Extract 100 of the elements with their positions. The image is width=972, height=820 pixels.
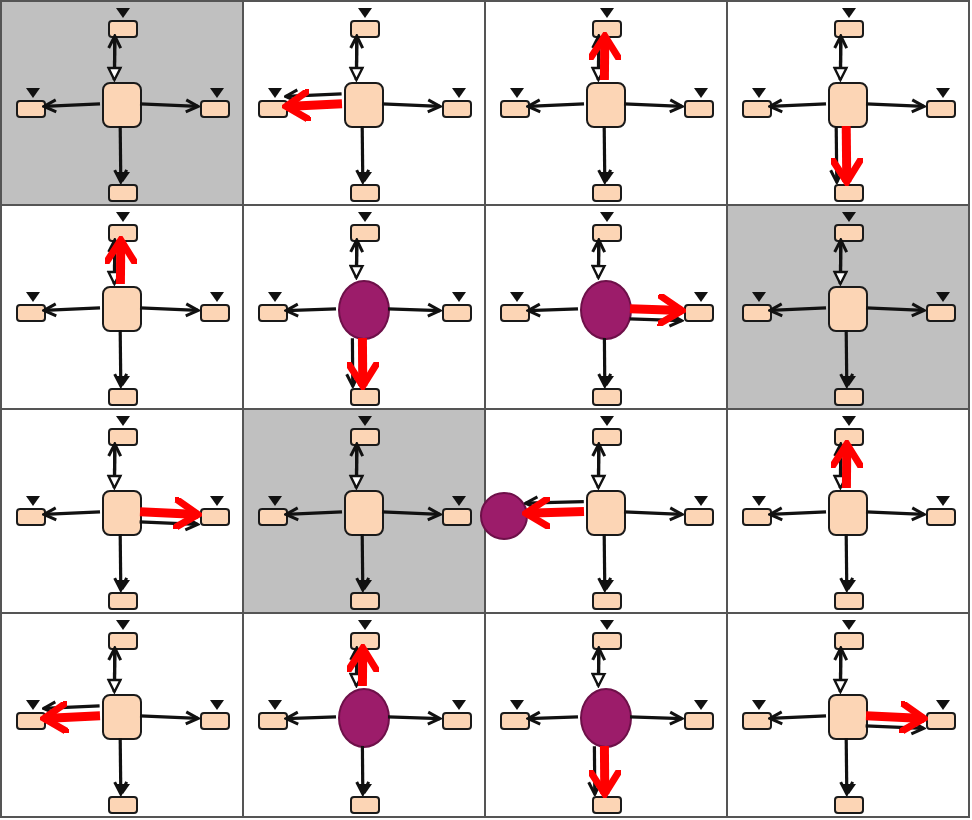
arrow xyxy=(345,338,361,388)
small-box xyxy=(442,304,472,322)
arrow xyxy=(587,746,603,796)
small-box xyxy=(500,712,530,730)
arrow xyxy=(865,302,926,318)
shaded-cell xyxy=(242,408,486,614)
arrow xyxy=(381,506,442,522)
arrow xyxy=(865,699,928,735)
arrow xyxy=(282,87,343,123)
centre-box xyxy=(828,82,868,128)
small-box xyxy=(834,184,864,202)
shaded-cell xyxy=(0,0,244,206)
arrow xyxy=(587,32,623,81)
centre-box xyxy=(828,286,868,332)
small-box xyxy=(108,428,138,446)
small-box xyxy=(258,100,288,118)
circle-node xyxy=(338,688,390,748)
arrow xyxy=(629,710,684,726)
grid-cell xyxy=(726,0,970,206)
arrow xyxy=(103,236,139,285)
grid-cell xyxy=(0,612,244,818)
centre-box xyxy=(102,490,142,536)
small-box xyxy=(684,508,714,526)
arrow xyxy=(597,126,613,184)
centre-box xyxy=(102,82,142,128)
small-box xyxy=(258,712,288,730)
small-box xyxy=(742,100,772,118)
arrow xyxy=(839,534,855,592)
small-box xyxy=(258,508,288,526)
arrow xyxy=(139,302,200,318)
small-box xyxy=(200,304,230,322)
small-box xyxy=(834,592,864,610)
small-box xyxy=(926,712,956,730)
small-box xyxy=(742,508,772,526)
small-box xyxy=(684,100,714,118)
arrow xyxy=(284,710,337,726)
small-box xyxy=(108,224,138,242)
small-box xyxy=(350,184,380,202)
arrow xyxy=(345,644,381,687)
arrow xyxy=(597,534,613,592)
arrow xyxy=(284,506,343,522)
arrow xyxy=(768,302,827,318)
arrow xyxy=(139,98,200,114)
centre-box xyxy=(586,82,626,128)
arrow xyxy=(355,534,371,592)
small-box xyxy=(108,632,138,650)
small-box xyxy=(834,20,864,38)
small-box xyxy=(442,508,472,526)
arrow xyxy=(42,506,101,522)
shaded-cell xyxy=(726,204,970,410)
centre-box xyxy=(102,286,142,332)
small-box xyxy=(742,304,772,322)
circle-node xyxy=(338,280,390,340)
small-box xyxy=(350,20,380,38)
arrow xyxy=(597,338,613,388)
small-box xyxy=(200,508,230,526)
small-box xyxy=(108,184,138,202)
arrow xyxy=(522,495,585,531)
small-box xyxy=(926,100,956,118)
arrow xyxy=(387,302,442,318)
circle-node xyxy=(580,688,632,748)
centre-box xyxy=(344,490,384,536)
small-box xyxy=(834,388,864,406)
small-box xyxy=(350,224,380,242)
small-box xyxy=(500,304,530,322)
small-box xyxy=(442,100,472,118)
small-box xyxy=(200,100,230,118)
small-box xyxy=(926,304,956,322)
arrow xyxy=(526,98,585,114)
small-box xyxy=(592,428,622,446)
small-box xyxy=(108,388,138,406)
arrow xyxy=(623,98,684,114)
arrow xyxy=(284,88,342,104)
small-box xyxy=(16,712,46,730)
arrow xyxy=(139,495,202,531)
arrow xyxy=(839,738,855,796)
centre-box xyxy=(828,694,868,740)
arrow xyxy=(113,534,129,592)
arrow xyxy=(284,302,337,318)
arrow xyxy=(839,330,855,388)
small-box xyxy=(16,304,46,322)
arrow xyxy=(355,746,371,796)
small-box xyxy=(350,796,380,814)
grid-cell xyxy=(484,0,728,206)
arrow xyxy=(768,506,827,522)
arrow xyxy=(139,516,200,532)
small-box xyxy=(684,712,714,730)
centre-box xyxy=(102,694,142,740)
small-box xyxy=(108,796,138,814)
small-box xyxy=(108,592,138,610)
small-box xyxy=(350,428,380,446)
arrow xyxy=(355,126,371,184)
arrow xyxy=(42,700,100,716)
small-box xyxy=(592,796,622,814)
circle-node xyxy=(480,492,528,540)
small-box xyxy=(834,224,864,242)
grid-cell xyxy=(242,0,486,206)
small-box xyxy=(834,632,864,650)
small-box xyxy=(592,224,622,242)
small-box xyxy=(592,592,622,610)
